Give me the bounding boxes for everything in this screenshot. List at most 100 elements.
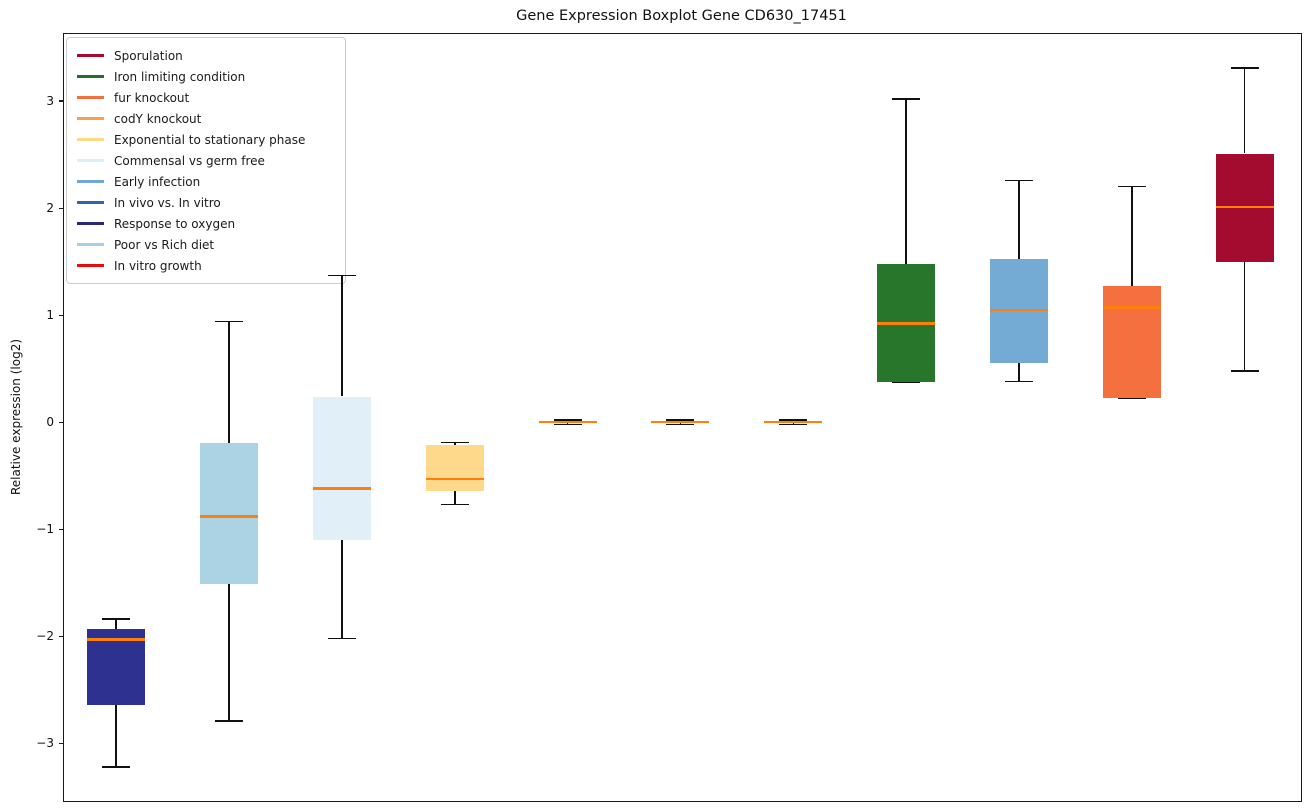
upper-whisker-cap <box>1005 179 1033 182</box>
y-axis-tick-mark <box>59 100 63 102</box>
median-line <box>651 420 710 424</box>
legend-item: fur knockout <box>77 87 345 108</box>
lower-whisker <box>115 704 117 767</box>
legend-swatch <box>77 54 104 57</box>
upper-whisker-cap <box>1117 185 1146 188</box>
upper-whisker-cap <box>666 419 695 421</box>
legend-label: Sporulation <box>114 48 183 63</box>
lower-whisker-cap <box>892 381 921 384</box>
y-axis-tick-label: 0 <box>46 415 54 430</box>
chart-title: Gene Expression Boxplot Gene CD630_17451 <box>516 8 847 24</box>
legend-swatch <box>77 180 104 183</box>
legend-swatch <box>77 96 104 99</box>
legend-label: Early infection <box>114 174 201 189</box>
upper-whisker-cap <box>779 419 808 421</box>
upper-whisker-cap <box>892 98 921 100</box>
legend-item: In vitro growth <box>77 255 345 276</box>
median-line <box>877 322 936 325</box>
legend-swatch <box>77 222 104 225</box>
y-axis-tick-mark <box>59 207 63 209</box>
upper-whisker <box>341 275 343 397</box>
y-axis-tick-label: 2 <box>46 201 54 216</box>
upper-whisker <box>115 619 117 629</box>
lower-whisker <box>454 490 456 505</box>
legend-item: Iron limiting condition <box>77 66 345 87</box>
lower-whisker <box>1243 261 1246 371</box>
lower-whisker-cap <box>1117 397 1146 400</box>
median-line <box>764 420 823 424</box>
lower-whisker <box>228 583 230 721</box>
box <box>200 442 259 584</box>
legend-swatch <box>77 264 104 267</box>
legend-item: Exponential to stationary phase <box>77 129 345 150</box>
box <box>1102 286 1161 398</box>
upper-whisker <box>1131 186 1133 287</box>
legend-label: codY knockout <box>114 111 202 126</box>
lower-whisker-cap <box>1005 380 1033 383</box>
median-line <box>538 420 597 424</box>
lower-whisker-cap <box>666 423 695 426</box>
y-axis-tick-mark <box>59 421 63 423</box>
legend-item: Response to oxygen <box>77 213 345 234</box>
upper-whisker <box>1243 67 1246 154</box>
upper-whisker <box>905 98 907 264</box>
upper-whisker-cap <box>102 618 131 620</box>
median-line <box>1215 205 1274 209</box>
box <box>425 444 484 491</box>
legend-swatch <box>77 117 104 120</box>
y-axis-tick-mark <box>59 635 63 637</box>
y-axis-tick-label: −2 <box>36 629 54 644</box>
lower-whisker-cap <box>553 423 582 426</box>
y-axis-tick-mark <box>59 528 63 530</box>
lower-whisker-cap <box>1230 370 1259 372</box>
legend-swatch <box>77 159 104 162</box>
legend-swatch <box>77 201 104 204</box>
y-axis-tick-mark <box>59 742 63 744</box>
legend-label: fur knockout <box>114 90 190 105</box>
y-axis-tick-label: 1 <box>46 308 54 323</box>
lower-whisker <box>341 539 343 639</box>
legend-item: Early infection <box>77 171 345 192</box>
median-line <box>200 515 259 518</box>
box <box>87 628 146 705</box>
upper-whisker-cap <box>1230 67 1259 69</box>
median-line <box>425 477 484 481</box>
legend-swatch <box>77 138 104 141</box>
median-line <box>87 638 146 641</box>
legend-label: Commensal vs germ free <box>114 153 265 168</box>
lower-whisker-cap <box>327 637 356 640</box>
y-axis-tick-label: 3 <box>46 94 54 109</box>
upper-whisker-cap <box>440 441 469 444</box>
legend-swatch <box>77 75 104 78</box>
lower-whisker-cap <box>779 423 808 426</box>
legend-item: Commensal vs germ free <box>77 150 345 171</box>
legend-label: Iron limiting condition <box>114 69 246 84</box>
median-line <box>1102 306 1161 309</box>
legend-swatch <box>77 243 104 246</box>
median-line <box>990 308 1048 312</box>
lower-whisker <box>1018 363 1020 382</box>
legend-item: Poor vs Rich diet <box>77 234 345 255</box>
upper-whisker <box>1018 180 1020 260</box>
upper-whisker-cap <box>553 419 582 421</box>
median-line <box>312 487 371 490</box>
upper-whisker-cap <box>215 320 244 323</box>
lower-whisker-cap <box>440 503 469 506</box>
upper-whisker <box>228 321 230 443</box>
legend-label: In vivo vs. In vitro <box>114 195 221 210</box>
legend-item: codY knockout <box>77 108 345 129</box>
lower-whisker-cap <box>215 720 244 722</box>
legend-label: Poor vs Rich diet <box>114 237 215 252</box>
legend-label: In vitro growth <box>114 258 202 273</box>
y-axis-tick-label: −3 <box>36 736 54 751</box>
upper-whisker-cap <box>327 274 356 277</box>
legend-item: In vivo vs. In vitro <box>77 192 345 213</box>
box <box>990 259 1048 364</box>
legend-label: Response to oxygen <box>114 216 236 231</box>
legend-label: Exponential to stationary phase <box>114 132 306 147</box>
upper-whisker <box>454 442 456 445</box>
box <box>312 396 371 540</box>
